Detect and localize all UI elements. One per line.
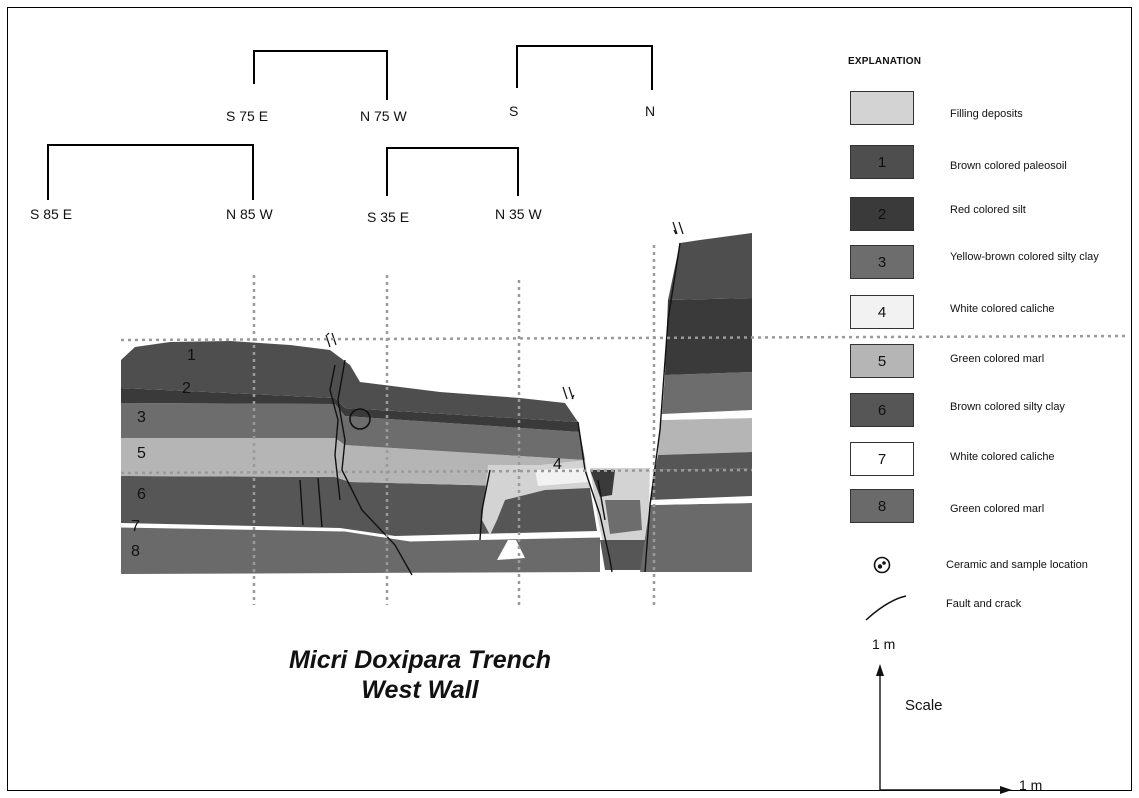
layer-number-4: 4 xyxy=(553,456,562,473)
fault-1 xyxy=(337,359,413,576)
legend-label-ceramic: Ceramic and sample location xyxy=(946,559,1088,571)
layer-8-left xyxy=(121,527,600,574)
crack-4 xyxy=(597,479,606,521)
displacement-symbol-2 xyxy=(562,386,575,400)
legend-swatch-4: 4 xyxy=(850,295,914,329)
layer-gap-bottom xyxy=(600,540,645,570)
bracket-s-n xyxy=(516,45,653,90)
layer-6-right xyxy=(650,468,752,500)
layer-gap-dark xyxy=(590,470,615,497)
bracket-s85e-n85w xyxy=(47,144,254,200)
orientation-label-n85w: N 85 W xyxy=(226,206,273,222)
crack-2 xyxy=(317,477,323,528)
legend-label-3: Yellow-brown colored silty clay xyxy=(950,251,1099,263)
legend-swatch-8: 8 xyxy=(850,489,914,523)
layer-number-1: 1 xyxy=(187,347,196,364)
figure-title-line-2: West Wall xyxy=(361,676,479,704)
ceramic-sample-location xyxy=(349,408,371,430)
layer-1-right xyxy=(668,233,752,300)
layer-3-right xyxy=(662,372,752,414)
faults xyxy=(299,242,681,576)
orientation-label-n35w: N 35 W xyxy=(495,206,542,222)
layer-1-left xyxy=(121,341,578,422)
legend-heading: EXPLANATION xyxy=(848,56,922,67)
layer-8-right xyxy=(640,503,752,572)
layer-gap-mid xyxy=(605,500,642,534)
layer-6b-right xyxy=(655,452,752,470)
legend-swatch-7: 7 xyxy=(850,442,914,476)
orientation-brackets xyxy=(47,45,653,200)
legend-swatch-key: 8 xyxy=(877,497,887,515)
bracket-s35e-n35w xyxy=(386,147,519,196)
legend-label-filling: Filling deposits xyxy=(950,108,1023,120)
layer-number-2: 2 xyxy=(182,380,191,397)
legend-swatch-6: 6 xyxy=(850,393,914,427)
legend-label-5: Green colored marl xyxy=(950,353,1045,365)
fault-2 xyxy=(577,421,613,573)
fault-line-icon xyxy=(865,595,907,621)
scale-vertical-label: 1 m xyxy=(872,636,896,652)
legend-swatch-1: 1 xyxy=(850,145,914,179)
layer-number-7: 7 xyxy=(131,518,140,535)
legend-swatch-key: 2 xyxy=(877,205,887,223)
wall-left-block xyxy=(120,341,601,574)
orientation-label-n: N xyxy=(645,103,656,119)
layer-5-left xyxy=(121,438,590,488)
layer-6-left xyxy=(121,476,597,536)
wall-middle-gap xyxy=(590,468,650,570)
reference-grid xyxy=(120,245,1129,605)
layer-2-right xyxy=(665,298,752,375)
layer-number-3: 3 xyxy=(137,409,146,426)
legend-swatch-key: 1 xyxy=(877,153,887,171)
scale-bar xyxy=(876,664,1012,794)
legend-swatch-3: 3 xyxy=(850,245,914,279)
legend-label-fault: Fault and crack xyxy=(946,598,1022,610)
scale-horizontal-label: 1 m xyxy=(1019,777,1043,793)
legend-label-4: White colored caliche xyxy=(950,303,1055,315)
displacement-symbols xyxy=(325,221,684,400)
scale-label: Scale xyxy=(905,697,943,714)
orientation-label-s35e: S 35 E xyxy=(367,209,410,225)
displacement-symbol-1 xyxy=(325,332,337,348)
layer-number-5: 5 xyxy=(137,445,146,462)
crack-3 xyxy=(479,469,491,541)
legend-swatch-key: 5 xyxy=(877,352,887,370)
legend-label-1: Brown colored paleosoil xyxy=(950,160,1067,172)
figure-title-line-1: Micri Doxipara Trench xyxy=(288,646,552,674)
legend-label-8: Green colored marl xyxy=(950,503,1045,515)
legend-swatch-2: 2 xyxy=(850,197,914,231)
bracket-s75e-n75w xyxy=(253,50,388,100)
fault-1b xyxy=(329,364,341,501)
ceramic-sample-icon xyxy=(873,556,891,574)
legend-swatch-filling xyxy=(850,91,914,125)
orientation-label-s85e: S 85 E xyxy=(30,206,73,222)
legend-label-7: White colored caliche xyxy=(950,451,1055,463)
layer-caliche-right xyxy=(660,410,752,420)
crack-1 xyxy=(299,479,304,526)
layer-2-left xyxy=(121,388,580,432)
figure-border xyxy=(7,7,1132,791)
wall-right-block xyxy=(640,233,752,572)
orientation-label-s75e: S 75 E xyxy=(226,108,269,124)
layer-number-8: 8 xyxy=(131,543,140,560)
legend-swatch-key: 4 xyxy=(877,303,887,321)
legend-swatch-key: 3 xyxy=(877,253,887,271)
legend-swatch-key: 7 xyxy=(877,450,887,468)
legend-label-2: Red colored silt xyxy=(950,204,1026,216)
orientation-label-n75w: N 75 W xyxy=(360,108,407,124)
layer-7-right xyxy=(650,496,752,505)
legend-label-6: Brown colored silty clay xyxy=(950,401,1065,413)
legend-swatch-5: 5 xyxy=(850,344,914,378)
legend-swatch-key: 6 xyxy=(877,401,887,419)
layer-5-right xyxy=(658,418,752,455)
layer-3-left xyxy=(121,403,585,460)
layer-number-6: 6 xyxy=(137,486,146,503)
fault-3 xyxy=(644,242,681,573)
orientation-label-s: S xyxy=(509,103,519,119)
displacement-symbol-3 xyxy=(672,221,684,235)
caliche-lens xyxy=(535,468,588,486)
